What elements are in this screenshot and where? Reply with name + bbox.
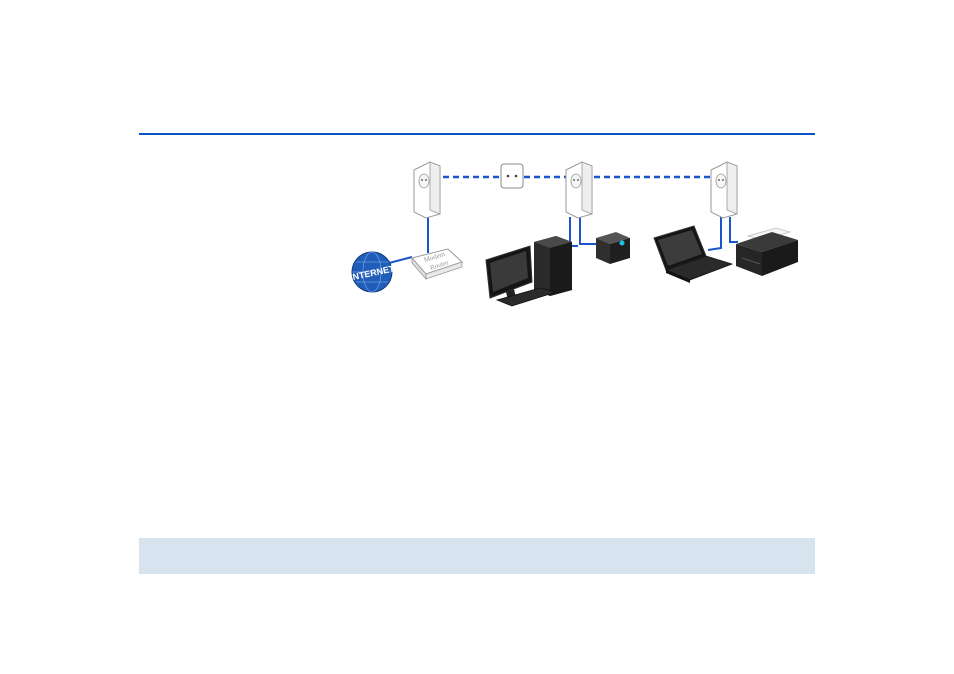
network-storage-icon [596,232,630,264]
modem-router-icon: Modem Router [411,248,463,281]
printer-icon [736,227,798,276]
network-diagram: INTERNET Modem Router [349,161,798,307]
desktop-computer-icon [485,236,572,307]
header-rule [139,133,815,135]
powerline-adapter-2-icon [565,161,593,219]
wall-socket-icon [500,163,524,189]
laptop-icon [653,225,734,283]
internet-globe-icon: INTERNET [349,251,396,293]
footer-band [139,538,815,574]
powerline-adapter-1-icon [413,161,441,219]
powerline-adapter-3-icon [710,161,738,219]
